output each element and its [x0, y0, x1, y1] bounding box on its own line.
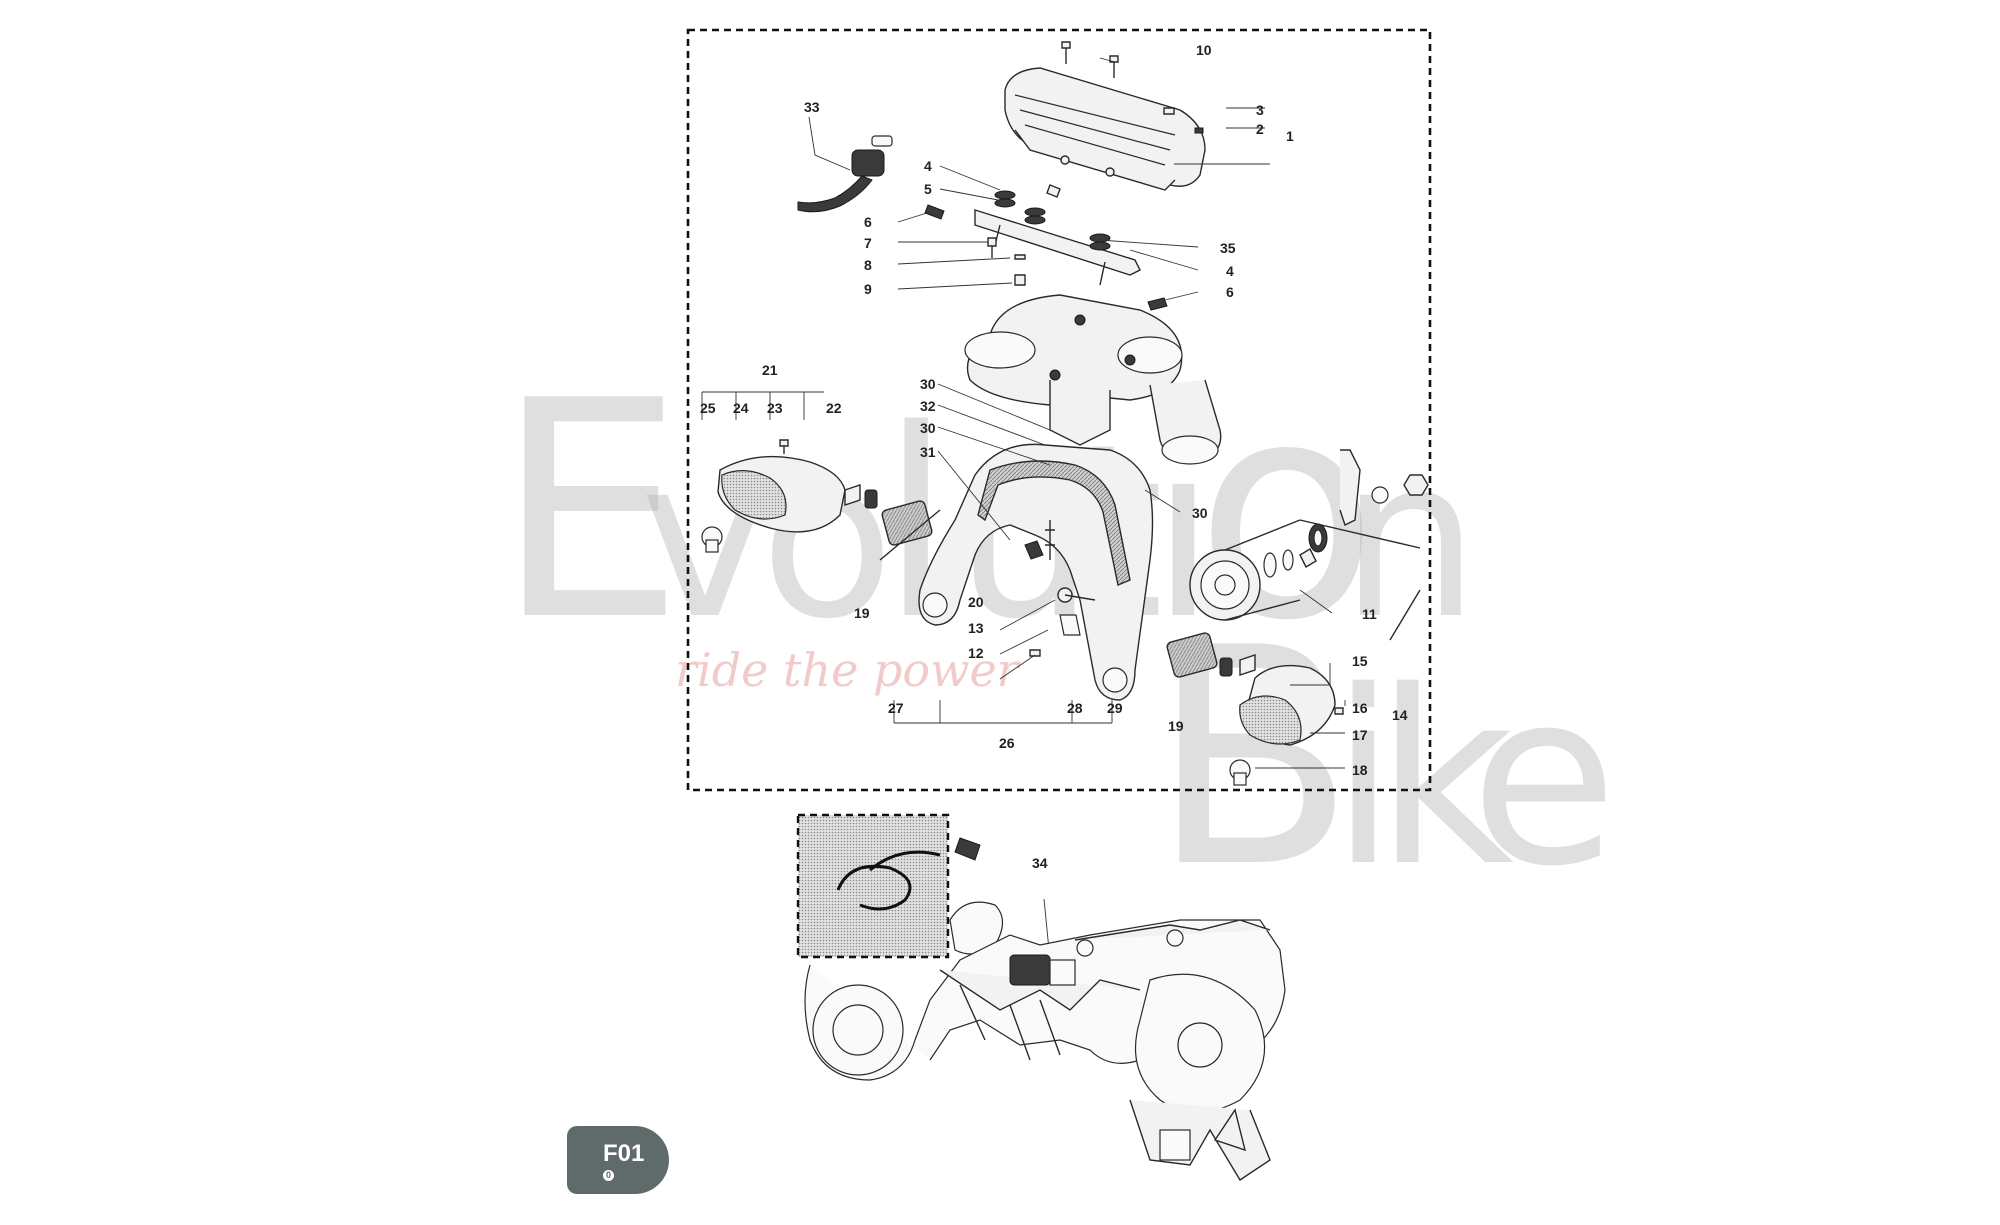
watermark-letter-o1: o	[760, 411, 895, 667]
instrument-bracket	[974, 184, 1141, 286]
callout-18: 18	[1352, 762, 1368, 778]
callout-19-right: 19	[1168, 718, 1184, 734]
callout-12: 12	[968, 645, 984, 661]
callout-30-b: 30	[920, 420, 936, 436]
callout-2: 2	[1256, 121, 1264, 137]
screw-6-right	[1147, 297, 1168, 311]
watermark-letter-n: n	[1340, 411, 1479, 667]
callout-25: 25	[700, 400, 716, 416]
callout-9: 9	[864, 281, 872, 297]
callout-31: 31	[920, 444, 936, 460]
callout-4-top: 4	[924, 158, 932, 174]
indicator-left	[701, 439, 941, 561]
callout-32: 32	[920, 398, 936, 414]
callout-30-c: 30	[1192, 505, 1208, 521]
callout-4-bottom: 4	[1226, 263, 1234, 279]
detail-inset-frame	[796, 813, 950, 959]
page-badge: F01 0	[567, 1126, 669, 1194]
watermark-letter-b: B	[1150, 584, 1356, 933]
callout-11: 11	[1362, 606, 1377, 622]
callout-13: 13	[968, 620, 984, 636]
triple-clamp	[964, 294, 1222, 465]
screw-6-left	[924, 204, 945, 220]
callout-26: 26	[999, 735, 1015, 751]
callout-1: 1	[1286, 128, 1294, 144]
callout-10: 10	[1196, 42, 1212, 58]
callout-14: 14	[1392, 707, 1408, 723]
callout-labels: 10 3 2 1 33 4 5 6 7 8 9 35 4 6 21 25 24 …	[700, 42, 1408, 871]
callout-22: 22	[826, 400, 842, 416]
watermark-letter-e2: e	[1470, 639, 1618, 919]
callout-7: 7	[864, 235, 872, 251]
screws-10	[1061, 41, 1119, 78]
watermark-letter-k: k	[1375, 639, 1514, 919]
connector-33	[797, 135, 893, 213]
callout-29: 29	[1107, 700, 1123, 716]
screw-3	[1163, 107, 1175, 115]
horn-assembly	[1189, 449, 1429, 641]
headlight-bracket	[918, 443, 1154, 701]
callout-3: 3	[1256, 102, 1264, 118]
indicator-right	[1166, 632, 1344, 786]
callout-33: 33	[804, 99, 820, 115]
watermark-tagline: ride the power	[675, 643, 1022, 697]
callout-30-a: 30	[920, 376, 936, 392]
callout-16: 16	[1352, 700, 1368, 716]
callout-21: 21	[762, 362, 778, 378]
callout-17: 17	[1352, 727, 1368, 743]
motorcycle-frame-view	[796, 813, 1286, 1181]
callout-5: 5	[924, 181, 932, 197]
callout-19-left: 19	[854, 605, 870, 621]
watermark-letter-i2: i	[1330, 639, 1397, 919]
callout-35: 35	[1220, 240, 1236, 256]
watermark-letter-e: E	[495, 337, 685, 686]
callout-28: 28	[1067, 700, 1083, 716]
callout-34: 34	[1032, 855, 1048, 871]
callout-15: 15	[1352, 653, 1368, 669]
callout-20: 20	[968, 594, 984, 610]
callout-8: 8	[864, 257, 872, 273]
exploded-view-frame	[686, 28, 1432, 792]
callout-23: 23	[767, 400, 783, 416]
leader-lines	[701, 57, 1346, 961]
instrument-panel	[1004, 67, 1206, 191]
callout-6-left: 6	[864, 214, 872, 230]
callout-24: 24	[733, 400, 749, 416]
page-code: F01	[603, 1140, 645, 1167]
callout-6-right: 6	[1226, 284, 1234, 300]
revision-badge: 0	[603, 1170, 614, 1181]
callout-27: 27	[888, 700, 904, 716]
grommet-2	[1194, 127, 1204, 134]
